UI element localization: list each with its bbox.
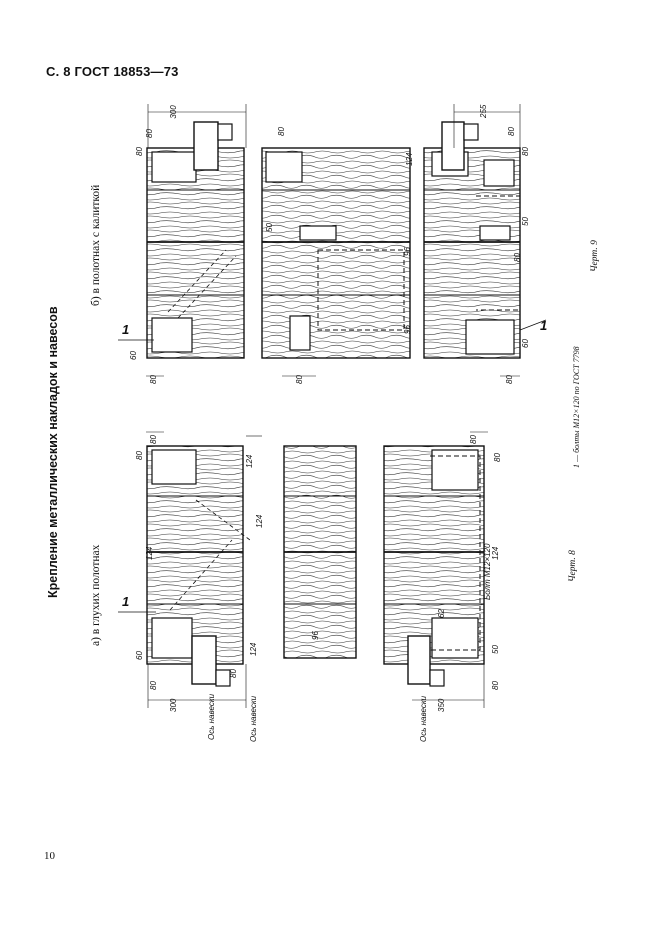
dim-label: 80 <box>229 669 238 678</box>
dim-label: 50 <box>491 645 500 654</box>
callout-number: 1 <box>540 318 547 333</box>
dim-label: 80 <box>149 375 158 384</box>
dim-label: 80 <box>135 451 144 460</box>
metal-plate <box>479 225 511 241</box>
door-panel-left <box>146 147 245 359</box>
metal-plate <box>483 159 515 187</box>
dim-label: 80 <box>491 681 500 690</box>
dim-label: 124 <box>145 546 154 560</box>
dim-label: 80 <box>277 127 286 136</box>
hinge <box>441 121 465 171</box>
dim-label: 124 <box>255 514 264 528</box>
dim-label: 80 <box>295 375 304 384</box>
hinge <box>191 635 217 685</box>
dim-label: 80 <box>149 435 158 444</box>
dim-label: 96 <box>403 247 412 256</box>
dim-label: 80 <box>505 375 514 384</box>
metal-plate <box>151 617 193 659</box>
dim-label: 50 <box>265 223 274 232</box>
metal-plate <box>151 317 193 353</box>
dim-label: 80 <box>513 253 522 262</box>
dim-label: 300 <box>169 698 178 712</box>
metal-plate <box>465 319 515 355</box>
metal-plate <box>151 151 197 183</box>
hinge <box>193 121 219 171</box>
page-header: С. 8 ГОСТ 18853—73 <box>46 64 179 79</box>
hinge-axis-label: Ось навески <box>207 693 216 740</box>
dim-label: 255 <box>479 104 488 119</box>
dim-label: 124 <box>245 454 254 468</box>
hinge-axis-label: Ось навески <box>419 695 428 742</box>
dim-label: 96 <box>403 325 412 334</box>
dim-label: 80 <box>135 147 144 156</box>
callout-number: 1 <box>122 594 129 609</box>
hinge <box>407 635 431 685</box>
dim-label: 80 <box>149 681 158 690</box>
dim-label: 350 <box>437 698 446 712</box>
figure-9-drawing: 300 80 80 80 124 96 96 50 255 80 80 50 8… <box>118 104 547 384</box>
figure-8-drawing: 300 350 80 80 124 124 124 124 80 60 80 9… <box>118 431 502 742</box>
metal-plate <box>431 449 479 491</box>
dim-label: 60 <box>129 351 138 360</box>
dim-label: 80 <box>493 453 502 462</box>
metal-plate <box>151 449 197 485</box>
dim-label: 60 <box>135 651 144 660</box>
dim-label: 124 <box>491 546 500 560</box>
dim-label: 80 <box>521 147 530 156</box>
callout-number: 1 <box>122 322 129 337</box>
metal-plate <box>431 617 479 659</box>
dim-label: 124 <box>249 642 258 656</box>
metal-plate <box>299 225 337 241</box>
dim-label: 60 <box>521 339 530 348</box>
bolt-label: Болт М12×120 <box>483 543 492 600</box>
metal-plate <box>265 151 303 183</box>
page-number: 10 <box>44 850 55 862</box>
dim-label: 300 <box>169 105 178 119</box>
hinge-axis-label: Ось навески <box>249 695 258 742</box>
dim-label: 80 <box>469 435 478 444</box>
door-panel-middle <box>261 147 411 359</box>
dim-label: 80 <box>507 127 516 136</box>
dim-label: 50 <box>521 217 530 226</box>
dim-label: 62 <box>437 609 446 618</box>
dim-label: 124 <box>405 152 414 166</box>
dim-label: 96 <box>311 631 320 640</box>
dim-label: 80 <box>145 129 154 138</box>
metal-plate <box>289 315 311 351</box>
